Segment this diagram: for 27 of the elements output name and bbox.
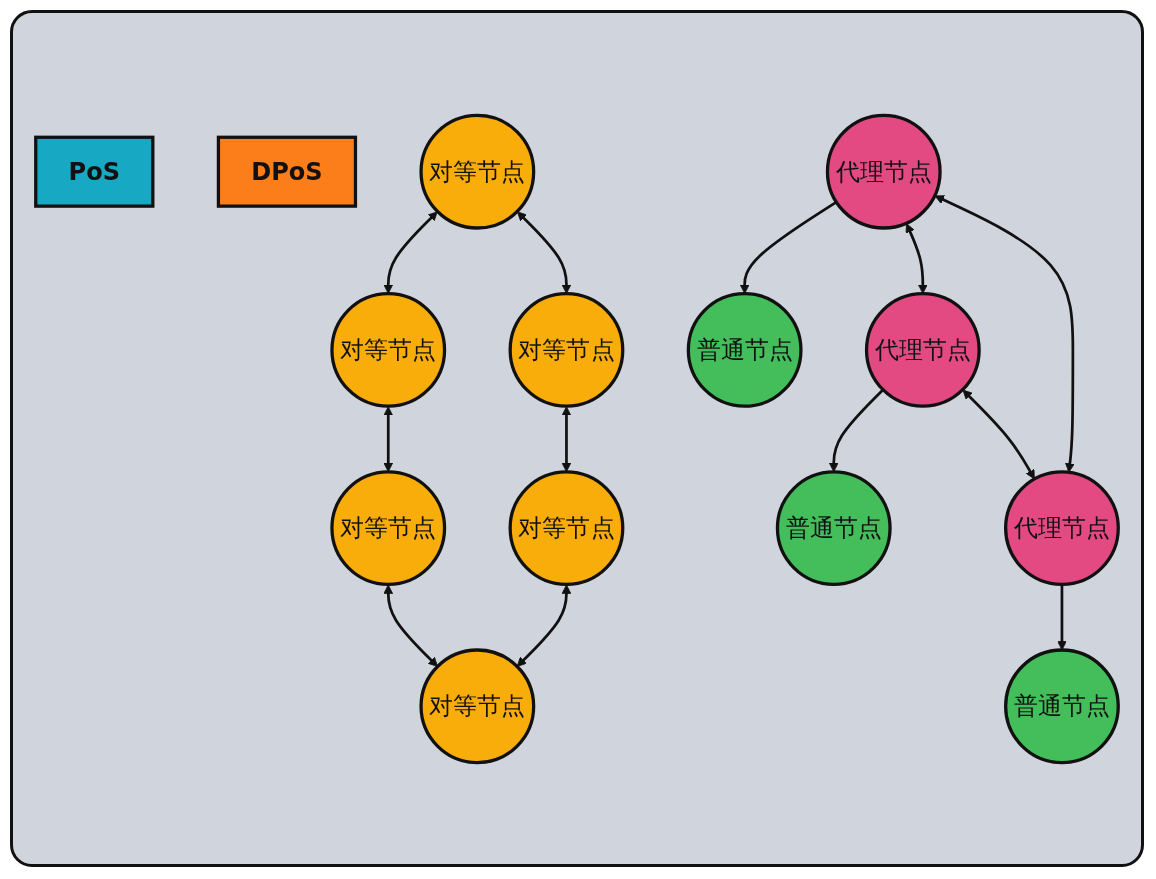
node-circle [508, 469, 625, 586]
arrow [934, 194, 1075, 473]
node-circle [775, 469, 892, 586]
panel-background: PoS DPoS 对等节点 对等节点 对等节点 对等节点 对等节点 对等节点 普通节点 代理节点 代理节点 普通节点 代理节点 普通节点 [10, 10, 1144, 867]
node-box [216, 135, 358, 208]
arrow [905, 222, 928, 294]
arrow [1057, 583, 1067, 650]
arrow [383, 583, 438, 667]
node-circle [330, 291, 447, 408]
node-circle [1004, 469, 1120, 586]
node-circle [864, 291, 981, 408]
arrow [383, 405, 394, 472]
arrow [962, 389, 1035, 479]
node-circle [825, 113, 942, 230]
arrow [516, 583, 572, 667]
node-circle [419, 647, 536, 764]
arrow [828, 388, 884, 472]
arrow [739, 200, 838, 294]
arrow [561, 405, 572, 472]
node-circle [419, 113, 536, 230]
arrow [383, 210, 438, 294]
node-box [34, 135, 155, 208]
arrow [517, 210, 572, 294]
node-circle [686, 291, 803, 408]
node-circle [330, 469, 447, 586]
node-circle [1004, 647, 1120, 764]
node-circle [508, 291, 625, 408]
